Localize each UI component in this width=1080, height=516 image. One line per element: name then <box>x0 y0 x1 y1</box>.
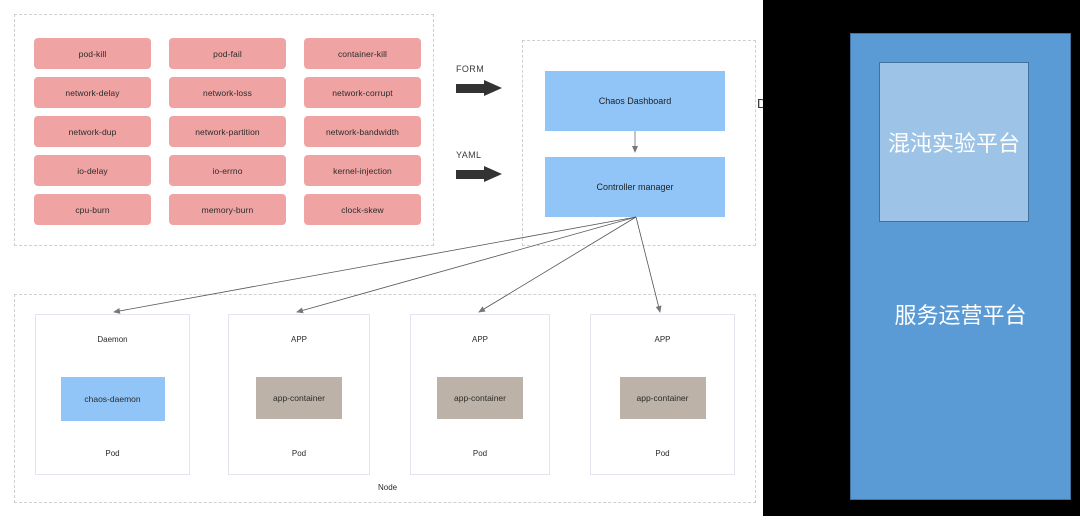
service-platform-panel[interactable]: 混沌实验平台 服务运营平台 <box>850 33 1071 500</box>
app-container[interactable]: app-container <box>437 377 523 419</box>
form-ingress-group: FORM <box>456 64 516 97</box>
controller-manager-box[interactable]: Controller manager <box>545 157 725 217</box>
chaos-type-chip[interactable]: pod-fail <box>169 38 286 69</box>
chaos-type-chip[interactable]: network-corrupt <box>304 77 421 108</box>
chaos-type-chip[interactable]: cpu-burn <box>34 194 151 225</box>
chaos-platform-box[interactable]: 混沌实验平台 <box>879 62 1029 222</box>
chaos-type-chip[interactable]: io-delay <box>34 155 151 186</box>
chaos-type-chip[interactable]: kernel-injection <box>304 155 421 186</box>
chaos-types-grid: pod-kill pod-fail container-kill network… <box>34 38 421 225</box>
chaos-type-chip[interactable]: network-bandwidth <box>304 116 421 147</box>
pod-card[interactable]: APP app-container Pod <box>228 314 370 475</box>
app-container[interactable]: app-container <box>619 377 706 419</box>
pod-card[interactable]: APP app-container Pod <box>410 314 550 475</box>
service-platform-label: 服务运营平台 <box>894 303 1027 328</box>
pod-card[interactable]: APP app-container Pod <box>590 314 735 475</box>
pod-title: APP <box>654 335 671 344</box>
pod-title: Daemon <box>97 335 128 344</box>
chaos-type-chip[interactable]: container-kill <box>304 38 421 69</box>
form-arrow-icon <box>456 80 502 97</box>
container-label: chaos-daemon <box>84 394 141 404</box>
container-label: app-container <box>636 393 689 403</box>
pod-footer: Pod <box>291 449 307 458</box>
yaml-ingress-group: YAML <box>456 150 516 183</box>
form-label: FORM <box>456 64 485 74</box>
chaos-type-chip[interactable]: network-delay <box>34 77 151 108</box>
chaos-daemon-container[interactable]: chaos-daemon <box>60 377 165 421</box>
pod-footer: Pod <box>472 449 488 458</box>
container-label: app-container <box>273 393 325 403</box>
pod-title: APP <box>290 335 307 344</box>
yaml-arrow-icon <box>456 166 502 183</box>
chaos-platform-label: 混沌实验平台 <box>887 131 1020 156</box>
chaos-type-chip[interactable]: network-dup <box>34 116 151 147</box>
pod-card[interactable]: Daemon chaos-daemon Pod <box>35 314 190 475</box>
app-container[interactable]: app-container <box>256 377 342 419</box>
chaos-type-chip[interactable]: clock-skew <box>304 194 421 225</box>
controller-manager-label: Controller manager <box>596 182 674 192</box>
chaos-type-chip[interactable]: memory-burn <box>169 194 286 225</box>
chaos-dashboard-box[interactable]: Chaos Dashboard <box>545 71 725 131</box>
container-label: app-container <box>454 393 506 403</box>
chaos-dashboard-label: Chaos Dashboard <box>598 96 672 106</box>
chaos-type-chip[interactable]: pod-kill <box>34 38 151 69</box>
chaos-type-chip[interactable]: network-loss <box>169 77 286 108</box>
node-label: Node <box>378 483 398 492</box>
chaos-type-chip[interactable]: network-partition <box>169 116 286 147</box>
chaos-type-chip[interactable]: io-errno <box>169 155 286 186</box>
pod-footer: Pod <box>655 449 670 458</box>
yaml-label: YAML <box>456 150 482 160</box>
pod-footer: Pod <box>105 449 120 458</box>
pod-title: APP <box>471 335 488 344</box>
